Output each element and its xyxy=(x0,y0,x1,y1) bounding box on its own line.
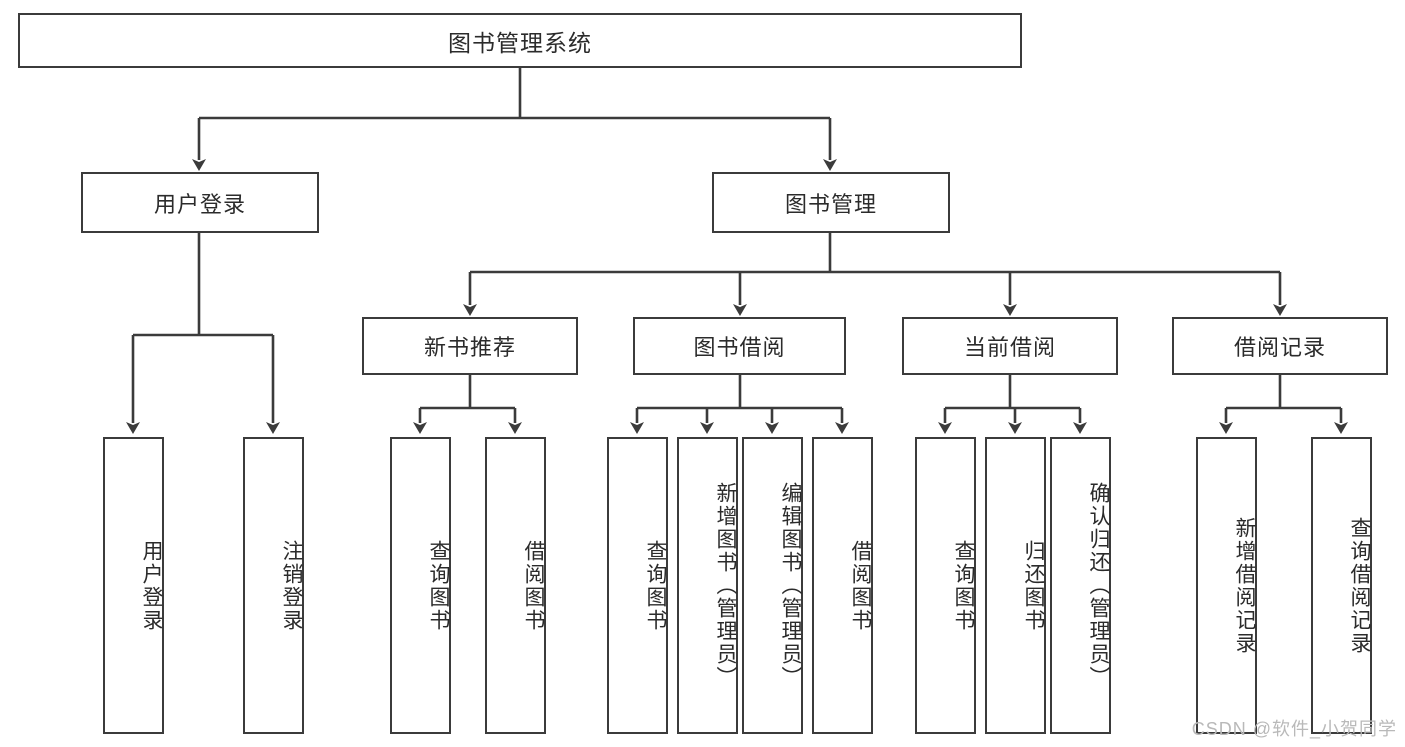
node-leaf-query-book-current[interactable]: 查询图书 xyxy=(915,437,976,734)
node-label: 新增借阅记录 xyxy=(1233,516,1256,655)
node-book-borrow[interactable]: 图书借阅 xyxy=(633,317,846,375)
node-leaf-query-book-recommend[interactable]: 查询图书 xyxy=(390,437,451,734)
node-leaf-add-book-admin[interactable]: 新增图书（管理员） xyxy=(677,437,738,734)
node-label: 查询借阅记录 xyxy=(1348,516,1371,655)
node-leaf-query-borrow-record[interactable]: 查询借阅记录 xyxy=(1311,437,1372,734)
node-label: 图书管理系统 xyxy=(448,29,592,56)
node-label: 查询图书 xyxy=(427,539,450,632)
node-current-borrow[interactable]: 当前借阅 xyxy=(902,317,1118,375)
node-borrow-record[interactable]: 借阅记录 xyxy=(1172,317,1388,375)
node-leaf-logout[interactable]: 注销登录 xyxy=(243,437,304,734)
node-label: 注销登录 xyxy=(280,539,303,632)
node-leaf-confirm-return-admin[interactable]: 确认归还（管理员） xyxy=(1050,437,1111,734)
node-leaf-return-book[interactable]: 归还图书 xyxy=(985,437,1046,734)
node-root-system[interactable]: 图书管理系统 xyxy=(18,13,1022,68)
node-label: 当前借阅 xyxy=(963,335,1056,360)
node-label: 确认归还（管理员） xyxy=(1087,482,1110,689)
node-label: 借阅记录 xyxy=(1233,335,1326,360)
node-label: 图书管理 xyxy=(784,191,877,217)
node-label: 用户登录 xyxy=(153,191,246,217)
node-new-book-recommend[interactable]: 新书推荐 xyxy=(362,317,578,375)
node-leaf-borrow-book[interactable]: 借阅图书 xyxy=(812,437,873,734)
node-label: 借阅图书 xyxy=(849,539,872,632)
node-label: 查询图书 xyxy=(952,539,975,632)
node-label: 借阅图书 xyxy=(522,539,545,632)
node-label: 新增图书（管理员） xyxy=(714,482,737,689)
node-leaf-edit-book-admin[interactable]: 编辑图书（管理员） xyxy=(742,437,803,734)
node-leaf-add-borrow-record[interactable]: 新增借阅记录 xyxy=(1196,437,1257,734)
node-label: 用户登录 xyxy=(140,539,163,632)
node-label: 新书推荐 xyxy=(423,335,516,360)
node-label: 查询图书 xyxy=(644,539,667,632)
node-label: 图书借阅 xyxy=(693,335,786,360)
node-leaf-borrow-book-recommend[interactable]: 借阅图书 xyxy=(485,437,546,734)
node-leaf-query-book-borrow[interactable]: 查询图书 xyxy=(607,437,668,734)
node-label: 归还图书 xyxy=(1022,539,1045,632)
watermark-text: CSDN @软件_小贺同学 xyxy=(1191,719,1397,739)
node-book-management[interactable]: 图书管理 xyxy=(712,172,950,233)
node-user-login[interactable]: 用户登录 xyxy=(81,172,319,233)
node-leaf-user-login[interactable]: 用户登录 xyxy=(103,437,164,734)
node-label: 编辑图书（管理员） xyxy=(779,482,802,689)
